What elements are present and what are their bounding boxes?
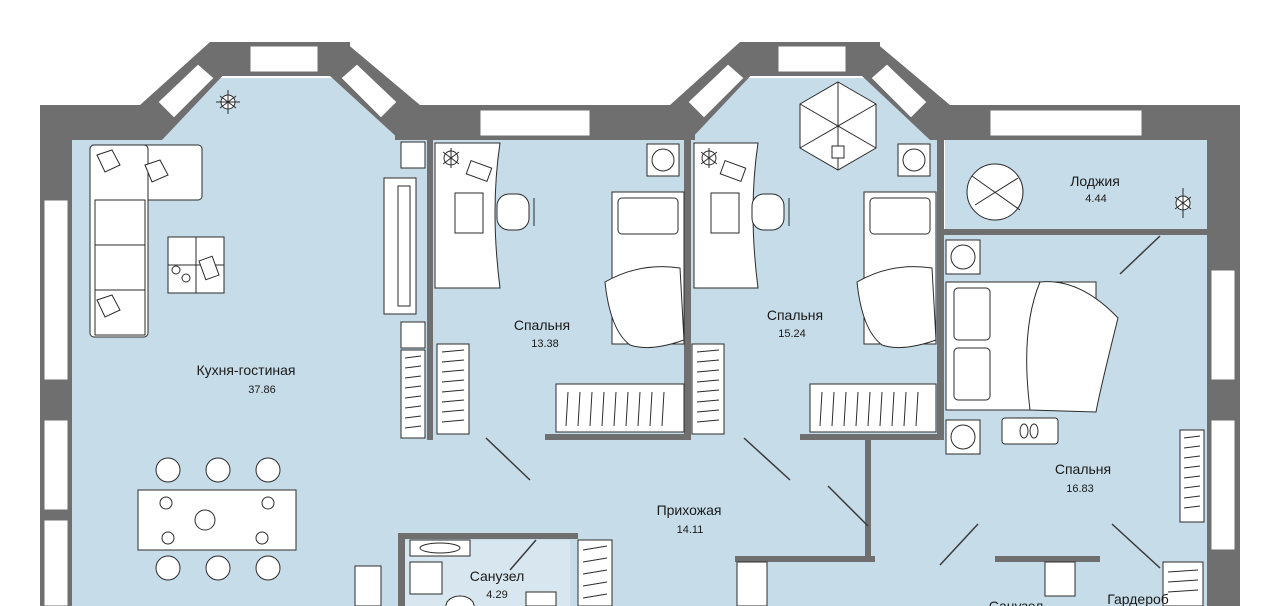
tv-stand-icon <box>383 177 417 315</box>
bedroom2-area: 15.24 <box>778 328 806 340</box>
armchair-icon <box>966 163 1024 221</box>
loggia-area: 4.44 <box>1085 193 1106 205</box>
wall-bath1-top <box>398 533 578 539</box>
window-bay2-right <box>870 63 928 119</box>
bath2-name: Санузел <box>989 598 1044 606</box>
fan-icon <box>897 143 931 177</box>
wall-bed1-left <box>427 140 433 440</box>
window-left-2 <box>43 419 69 511</box>
desk-icon <box>434 142 501 289</box>
window-bay1-right <box>340 63 398 119</box>
plant-icon <box>216 90 240 114</box>
shelf-icon <box>436 343 470 435</box>
bedroom1-name: Спальня <box>514 317 570 333</box>
bed-icon <box>604 191 685 349</box>
hall-name: Прихожая <box>657 502 722 518</box>
window-bay1-top <box>249 45 319 73</box>
living-room-area: 37.86 <box>248 384 276 396</box>
chair-icon <box>496 193 535 231</box>
small-cabinet-2 <box>400 321 426 349</box>
window-top-mid1 <box>479 109 591 137</box>
bedroom2-name: Спальня <box>767 307 823 323</box>
desk-icon <box>693 142 759 289</box>
window-left-1 <box>43 199 69 381</box>
wall-loggia-bottom <box>940 229 1207 235</box>
living-room-name: Кухня-гостиная <box>196 362 295 378</box>
bedroom1-area: 13.38 <box>531 338 559 350</box>
bath-item <box>525 591 557 606</box>
wall-top-left <box>40 105 162 140</box>
toilet-icon <box>445 595 475 606</box>
chair-icon <box>751 193 790 231</box>
loggia-name: Лоджия <box>1070 173 1120 189</box>
shelf-icon <box>577 539 613 606</box>
washing-machine <box>409 561 443 595</box>
sink-icon <box>409 539 471 557</box>
window-bay2-left <box>687 63 745 119</box>
windows <box>43 45 1236 606</box>
bed-icon <box>856 191 937 349</box>
sofa-icon <box>89 144 203 338</box>
shelf-icon <box>691 343 725 435</box>
window-right-1 <box>1210 269 1236 381</box>
umbrella-table-icon <box>799 81 877 171</box>
double-bed-icon <box>945 281 1119 413</box>
plant-icon <box>442 148 460 168</box>
window-bay2-top <box>777 45 847 73</box>
dining-table-icon <box>137 457 297 581</box>
wall-bath1-left <box>398 533 405 606</box>
wardrobe-icon <box>809 383 937 433</box>
shelf-icon <box>1179 429 1205 523</box>
shelf-icon <box>1162 561 1204 606</box>
fan-icon <box>646 143 680 177</box>
shelf-icon <box>400 349 426 439</box>
wall-bed2-right <box>937 140 944 440</box>
wall-hall-divider <box>865 440 871 558</box>
bath-cabinet <box>354 565 382 606</box>
wall-bath2-top <box>735 556 875 562</box>
slippers-icon <box>1001 417 1059 445</box>
fan-icon <box>945 419 981 455</box>
wall-bed2-bottom <box>800 434 940 440</box>
wall-bed1-bottom <box>545 434 685 440</box>
cabinet <box>1044 561 1076 597</box>
door-swings <box>485 235 1161 571</box>
plant-icon <box>700 148 718 168</box>
window-right-2 <box>1210 419 1236 551</box>
wardrobe-name: Гардероб <box>1107 591 1169 606</box>
window-bay1-left <box>157 63 215 119</box>
cabinet <box>736 561 768 606</box>
bath1-name: Санузел <box>470 568 525 584</box>
window-left-3 <box>43 519 69 606</box>
room-labels: Кухня-гостиная 37.86 Спальня 13.38 Спаль… <box>196 173 1168 606</box>
coffee-table-icon <box>167 236 225 294</box>
wardrobe-icon <box>555 383 685 433</box>
hall-area: 14.11 <box>677 524 704 536</box>
small-cabinet <box>400 141 426 169</box>
furniture <box>89 81 1205 606</box>
wall-bed1-right <box>684 140 691 440</box>
window-top-right <box>989 109 1143 137</box>
bedroom3-area: 16.83 <box>1066 483 1094 495</box>
bath1-area: 4.29 <box>486 589 507 601</box>
bedroom3-name: Спальня <box>1055 461 1111 477</box>
plant-icon <box>1174 188 1192 218</box>
wall-bath2b-top <box>995 556 1100 562</box>
fan-icon <box>945 239 981 275</box>
